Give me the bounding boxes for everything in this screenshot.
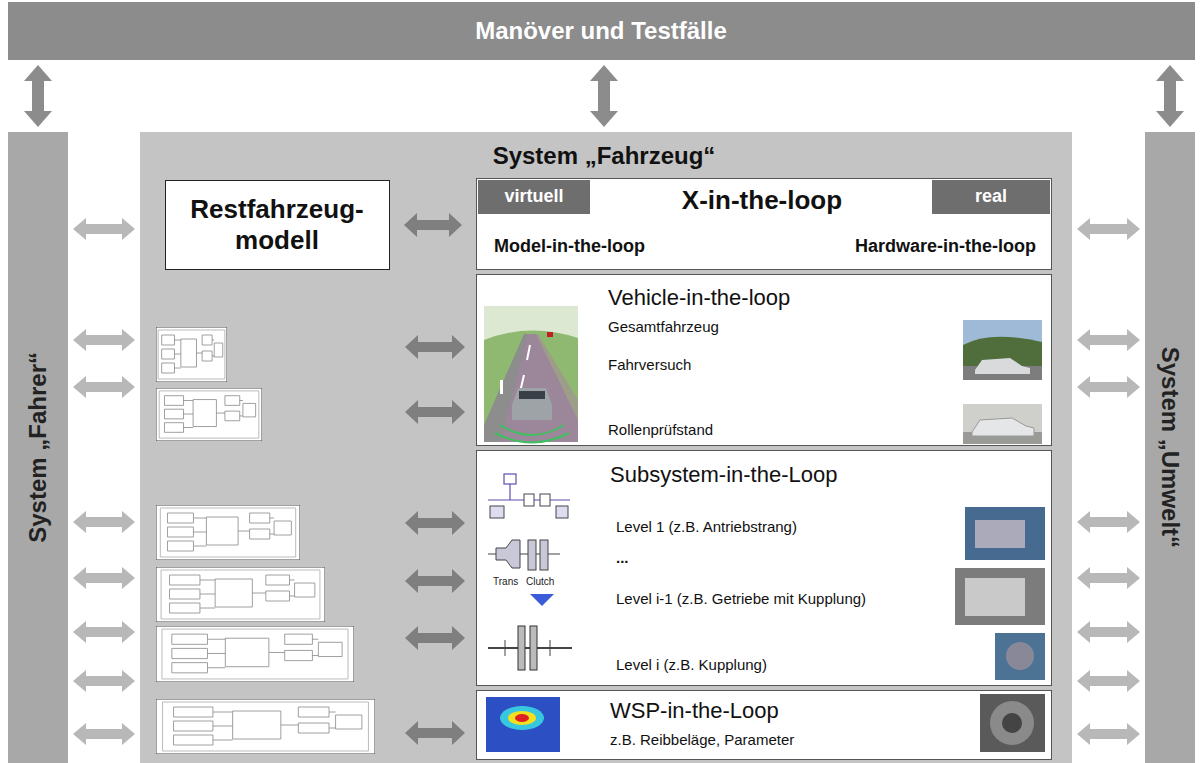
part-label: Clutch xyxy=(526,576,554,588)
node-title-holder: WSP-in-the-Loop xyxy=(610,698,779,724)
node-text: ... xyxy=(616,549,629,567)
part-label-holder: Trans xyxy=(493,576,518,588)
double-arrow xyxy=(590,65,618,127)
part-label: Trans xyxy=(493,576,518,588)
node-title-holder: virtuell xyxy=(504,186,563,208)
double-arrow xyxy=(1077,567,1140,589)
environment-band: System „Umwelt“ xyxy=(1145,132,1195,763)
node-title: Vehicle-in-the-loop xyxy=(608,285,790,311)
double-arrow xyxy=(73,376,135,398)
driver-band: System „Fahrer“ xyxy=(8,132,68,763)
node-text: z.B. Reibbeläge, Parameter xyxy=(610,731,794,749)
node-title: Subsystem-in-the-Loop xyxy=(610,462,837,488)
double-arrow xyxy=(73,329,135,351)
model-thumbnail xyxy=(156,505,300,560)
double-arrow xyxy=(1077,621,1140,643)
double-arrow xyxy=(1077,670,1140,692)
double-arrow xyxy=(73,723,135,745)
double-arrow xyxy=(73,218,135,240)
node-title: Restfahrzeug- modell xyxy=(171,194,383,256)
node-text-holder: Hardware-in-the-loop xyxy=(855,236,1036,258)
node-title: System „Fahrzeug“ xyxy=(493,142,716,171)
double-arrow xyxy=(73,621,135,643)
node-text: Gesamtfahrzeug xyxy=(608,318,719,336)
node-title: WSP-in-the-Loop xyxy=(610,698,779,724)
double-arrow xyxy=(1077,723,1140,745)
node-text-holder: Gesamtfahrzeug xyxy=(608,318,719,336)
model-thumbnail xyxy=(156,388,262,441)
node-text-holder: ... xyxy=(616,549,629,567)
node-text-holder: Level i (z.B. Kupplung) xyxy=(616,656,767,674)
node-title-holder: real xyxy=(975,186,1007,208)
node-text: Rollenprüfstand xyxy=(608,421,713,439)
node-title: System „Umwelt“ xyxy=(1156,346,1185,547)
tag-box: virtuell xyxy=(478,180,590,214)
node-text-holder: z.B. Reibbeläge, Parameter xyxy=(610,731,794,749)
double-arrow xyxy=(73,567,135,589)
node-title: X-in-the-loop xyxy=(682,185,842,216)
double-arrow xyxy=(1077,218,1140,240)
node-text: Fahrversuch xyxy=(608,356,691,374)
node-text-holder: Model-in-the-loop xyxy=(494,236,645,258)
node-title-holder: System „Umwelt“ xyxy=(1069,433,1203,462)
node-text-holder: Level 1 (z.B. Antriebstrang) xyxy=(616,518,797,536)
model-box: Restfahrzeug- modell xyxy=(165,180,390,270)
node-title-holder: Restfahrzeug- modell xyxy=(171,194,383,256)
level-box: Vehicle-in-the-loopGesamtfahrzeugFahrver… xyxy=(476,274,1052,446)
node-title-holder: Manöver und Testfälle xyxy=(475,17,727,46)
node-title: real xyxy=(975,186,1007,208)
double-arrow xyxy=(24,65,52,127)
double-arrow xyxy=(404,213,462,237)
node-text-holder: Fahrversuch xyxy=(608,356,691,374)
node-title-holder: X-in-the-loop xyxy=(682,185,842,216)
node-title: System „Fahrer“ xyxy=(24,352,53,543)
double-arrow xyxy=(1156,65,1184,127)
header-band: Manöver und Testfälle xyxy=(8,2,1195,60)
node-text-holder: Level i-1 (z.B. Getriebe mit Kupplung) xyxy=(616,590,866,608)
level-box: WSP-in-the-Loop z.B. Reibbeläge, Paramete… xyxy=(476,690,1052,760)
model-thumbnail xyxy=(156,699,375,754)
node-title-holder: System „Fahrzeug“ xyxy=(493,142,716,171)
node-text: Hardware-in-the-loop xyxy=(855,236,1036,258)
node-title-holder: Subsystem-in-the-Loop xyxy=(610,462,837,488)
double-arrow xyxy=(73,670,135,692)
model-thumbnail xyxy=(156,567,325,622)
node-title-holder: Vehicle-in-the-loop xyxy=(608,285,790,311)
model-thumbnail xyxy=(156,327,227,382)
xil-box: virtuell real X-in-the-loopModel-in-the-lo… xyxy=(476,178,1052,270)
double-arrow xyxy=(1077,511,1140,533)
part-label-holder: Clutch xyxy=(526,576,554,588)
node-title: virtuell xyxy=(504,186,563,208)
node-title-holder: System „Fahrer“ xyxy=(0,433,133,462)
tag-box: real xyxy=(932,180,1050,214)
double-arrow xyxy=(1077,376,1140,398)
double-arrow xyxy=(1077,329,1140,351)
model-thumbnail xyxy=(156,626,354,682)
double-arrow xyxy=(73,511,135,533)
model-link-arrows xyxy=(405,335,465,745)
node-text: Level i (z.B. Kupplung) xyxy=(616,656,767,674)
node-text: Level i-1 (z.B. Getriebe mit Kupplung) xyxy=(616,590,866,608)
node-title: Manöver und Testfälle xyxy=(475,17,727,46)
level-box: Subsystem-in-the-LoopLevel 1 (z.B. Antri… xyxy=(476,450,1052,686)
node-text: Level 1 (z.B. Antriebstrang) xyxy=(616,518,797,536)
node-text: Model-in-the-loop xyxy=(494,236,645,258)
vehicle-panel: Restfahrzeug- modell virtuell real X-in-the… xyxy=(140,132,1072,763)
node-text-holder: Rollenprüfstand xyxy=(608,421,713,439)
